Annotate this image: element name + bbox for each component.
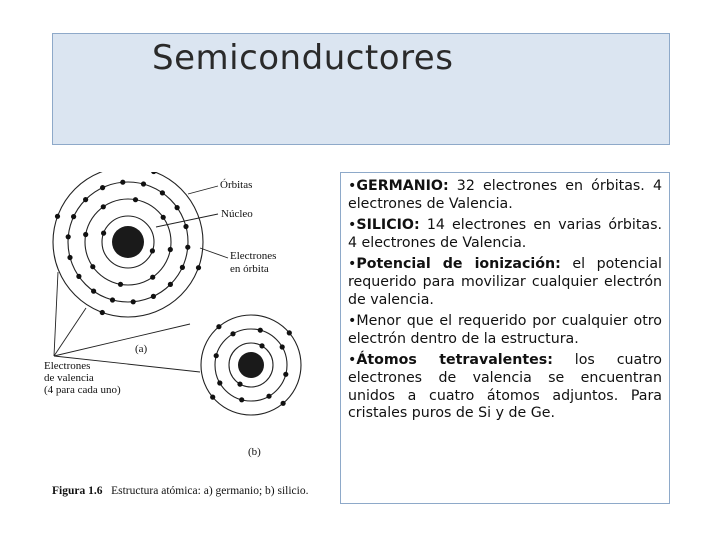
electron bbox=[185, 244, 191, 250]
bullet-term: Potencial de ionización: bbox=[356, 256, 561, 273]
bullet-term: Átomos tetravalentes: bbox=[356, 352, 553, 369]
electron bbox=[280, 400, 286, 406]
bullet-germanio: •GERMANIO: 32 electrones en órbitas. 4 e… bbox=[348, 178, 662, 213]
electron bbox=[130, 299, 136, 305]
orbit-3 bbox=[200, 314, 302, 416]
label-electrones-orbita-1: Electrones bbox=[230, 250, 276, 262]
orbit-2 bbox=[214, 328, 288, 402]
bullet-marker: • bbox=[348, 313, 357, 330]
electron bbox=[65, 234, 71, 240]
electron bbox=[150, 293, 156, 299]
electron bbox=[151, 172, 157, 175]
nucleus bbox=[112, 226, 144, 258]
electron bbox=[239, 397, 245, 403]
electron bbox=[67, 254, 73, 261]
electron bbox=[257, 327, 263, 333]
title-banner bbox=[52, 33, 670, 145]
bullet-potencial: •Potencial de ionización: el potencial r… bbox=[348, 256, 662, 309]
orbit-1 bbox=[228, 342, 274, 388]
electron bbox=[76, 273, 82, 279]
electron bbox=[101, 230, 107, 236]
orbit-1 bbox=[101, 215, 155, 269]
electron bbox=[149, 248, 155, 254]
electron bbox=[54, 213, 61, 219]
slide-title: Semiconductores bbox=[152, 38, 454, 78]
bullet-marker: • bbox=[348, 178, 357, 194]
content-box: •GERMANIO: 32 electrones en órbitas. 4 e… bbox=[340, 172, 670, 504]
silicon-electrons bbox=[210, 324, 292, 406]
electron bbox=[71, 214, 77, 220]
orbit-2 bbox=[84, 198, 172, 286]
orbit-4 bbox=[52, 172, 204, 318]
germanium-electrons bbox=[54, 172, 202, 316]
electron bbox=[160, 214, 166, 220]
electron bbox=[83, 197, 89, 203]
bullet-menor: •Menor que el requerido por cualquier ot… bbox=[348, 313, 662, 348]
atomic-structure-figure: Órbitas Núcleo Electrones en órbita (a) … bbox=[44, 172, 302, 458]
electron bbox=[159, 190, 165, 196]
electron bbox=[237, 381, 243, 387]
electron bbox=[213, 353, 219, 359]
electron bbox=[174, 205, 180, 211]
electron bbox=[167, 281, 173, 287]
bullet-marker: • bbox=[348, 217, 357, 234]
electron bbox=[83, 231, 89, 238]
bullet-text: 32 electrones en órbitas. 4 electrones d… bbox=[348, 178, 662, 212]
electron bbox=[266, 393, 272, 399]
electron bbox=[217, 380, 223, 386]
bullet-marker: • bbox=[348, 352, 357, 369]
bullet-term: SILICIO: bbox=[356, 217, 420, 234]
electron bbox=[210, 394, 216, 400]
electron bbox=[120, 179, 126, 185]
caption-text: Estructura atómica: a) germanio; b) sili… bbox=[111, 485, 309, 497]
electron bbox=[286, 330, 292, 336]
electron bbox=[216, 324, 222, 330]
label-orbitas: Órbitas bbox=[220, 179, 252, 191]
electron bbox=[183, 223, 189, 230]
electron bbox=[140, 181, 147, 187]
leader-lines bbox=[53, 185, 229, 373]
label-nucleo: Núcleo bbox=[221, 208, 253, 220]
electron bbox=[167, 246, 173, 253]
label-valencia-2: de valencia bbox=[44, 372, 94, 384]
electron bbox=[230, 331, 236, 337]
electron bbox=[283, 371, 289, 377]
electron bbox=[100, 185, 106, 191]
electron bbox=[259, 343, 265, 349]
bullet-tetravalentes: •Átomos tetravalentes: los cuatro electr… bbox=[348, 352, 662, 422]
bullet-silicio: •SILICIO: 14 electrones en varias órbita… bbox=[348, 217, 662, 252]
orbit-3 bbox=[67, 181, 189, 303]
electron bbox=[91, 288, 97, 294]
label-valencia-1: Electrones bbox=[44, 360, 90, 372]
electron bbox=[109, 297, 116, 303]
bullet-marker: • bbox=[348, 256, 357, 273]
label-electrones-orbita-2: en órbita bbox=[230, 263, 269, 275]
electron bbox=[90, 264, 96, 270]
electron bbox=[132, 197, 139, 203]
electron bbox=[279, 344, 285, 350]
electron bbox=[117, 281, 124, 287]
label-a: (a) bbox=[135, 343, 148, 355]
figure-caption: Figura 1.6 Estructura atómica: a) german… bbox=[52, 484, 342, 499]
label-b: (b) bbox=[248, 446, 261, 458]
bullet-text: los cuatro electrones de valencia se enc… bbox=[348, 352, 662, 422]
bullet-text: el potencial requerido para movilizar cu… bbox=[348, 256, 662, 308]
electron bbox=[100, 204, 106, 210]
bullet-text: Menor que el requerido por cualquier otr… bbox=[348, 313, 662, 347]
germanium-atom bbox=[52, 172, 204, 318]
label-valencia-3: (4 para cada uno) bbox=[44, 384, 121, 396]
bullet-term: GERMANIO: bbox=[356, 178, 449, 194]
caption-label: Figura 1.6 bbox=[52, 485, 103, 497]
bullet-text: 14 electrones en varias órbitas. 4 elect… bbox=[348, 217, 662, 251]
electron bbox=[195, 265, 202, 271]
electron bbox=[99, 309, 105, 316]
silicon-atom bbox=[200, 314, 302, 416]
nucleus bbox=[238, 352, 264, 378]
electron bbox=[179, 264, 185, 270]
electron bbox=[150, 274, 156, 280]
